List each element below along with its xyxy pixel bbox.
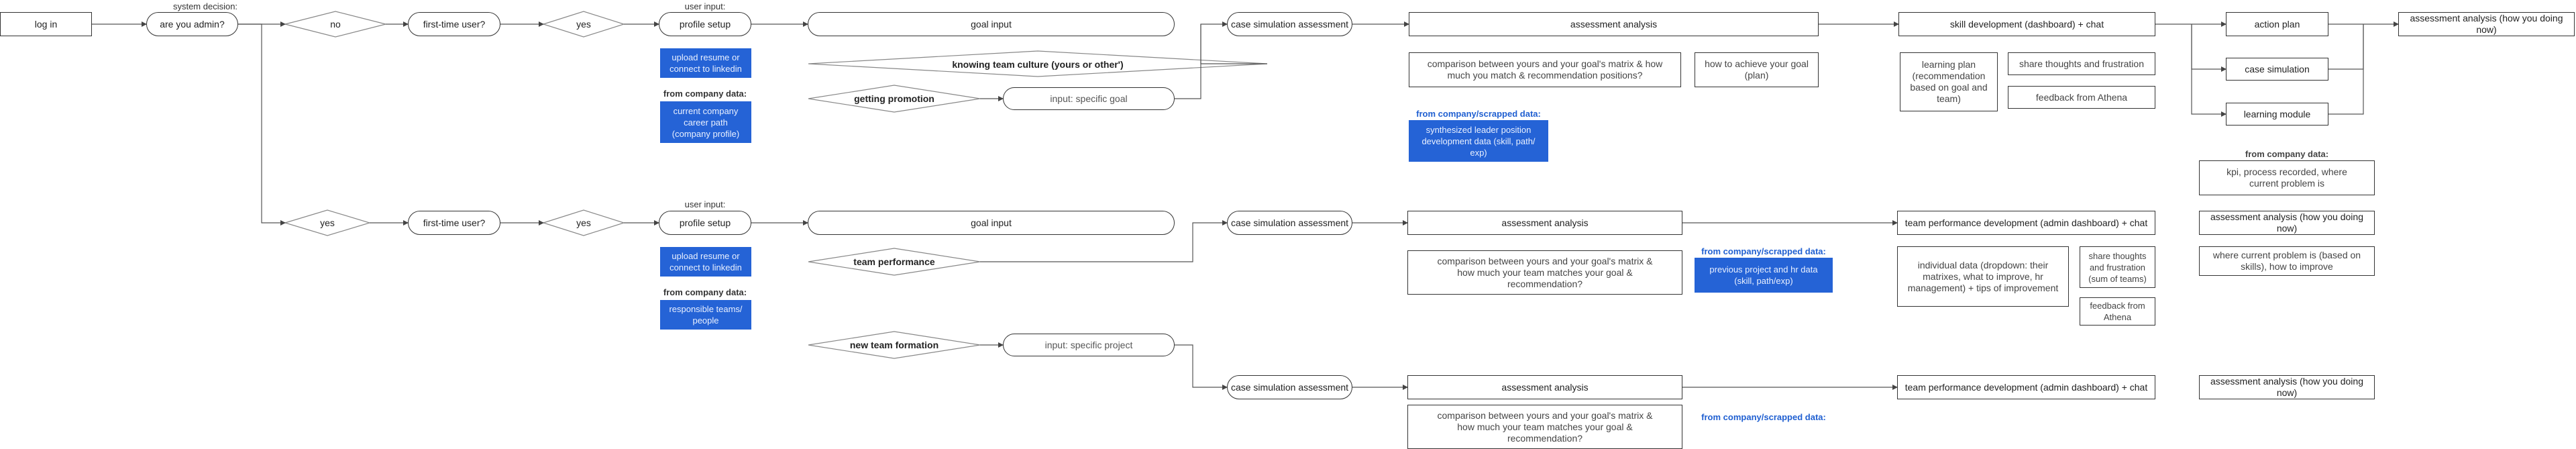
team-performance-label: team performance xyxy=(853,256,935,267)
user-input-caption-bottom: user input: xyxy=(684,199,726,209)
scraped-data-caption: from company/scrapped data: xyxy=(1416,109,1541,119)
learning-module-node[interactable]: learning module xyxy=(2226,103,2328,126)
assessment-analysis-bottom-1[interactable]: assessment analysis xyxy=(1407,211,1682,235)
system-decision-caption: system decision: xyxy=(172,1,238,11)
company-data-caption: from company data: xyxy=(663,89,747,99)
connector-layer xyxy=(92,11,2399,390)
upload-resume-node[interactable]: upload resume or connect to linkedin xyxy=(660,48,751,78)
comparison-bottom-1[interactable]: comparison between yours and your goal's… xyxy=(1407,250,1682,295)
individual-data-1[interactable]: individual data (dropdown: their matrixe… xyxy=(1897,246,2069,307)
share-thoughts-team-node[interactable]: share thoughts and frustration (sum of t… xyxy=(2080,246,2155,288)
learning-plan-node[interactable]: learning plan (recommendation based on g… xyxy=(1900,52,1998,111)
career-path-node[interactable]: current company career path (company pro… xyxy=(660,101,751,143)
getting-promotion-label: getting promotion xyxy=(854,93,934,104)
team-performance-development-2[interactable]: team performance development (admin dash… xyxy=(1897,375,2155,399)
assessment-analysis-bottom-2[interactable]: assessment analysis xyxy=(1407,375,1682,399)
case-simulation-assessment-bottom-2[interactable]: case simulation assessment xyxy=(1227,375,1352,399)
team-performance-development-1[interactable]: team performance development (admin dash… xyxy=(1897,211,2155,235)
how-to-achieve-node[interactable]: how to achieve your goal (plan) xyxy=(1695,52,1819,87)
new-team-formation-label: new team formation xyxy=(849,339,939,350)
input-specific-project-node[interactable]: input: specific project xyxy=(1003,334,1175,356)
yes-label: yes xyxy=(576,18,591,30)
feedback-athena-bottom-node[interactable]: feedback from Athena xyxy=(2080,297,2155,326)
upload-resume-bottom-node[interactable]: upload resume or connect to linkedin xyxy=(660,247,751,277)
login-node[interactable]: log in xyxy=(0,12,92,36)
scraped-caption-bottom-2: from company/scrapped data: xyxy=(1701,412,1826,422)
first-time-user-node[interactable]: first-time user? xyxy=(408,12,500,36)
synthesized-leader-node[interactable]: synthesized leader position development … xyxy=(1409,120,1548,162)
feedback-athena-node[interactable]: feedback from Athena xyxy=(2008,86,2155,109)
no-label: no xyxy=(330,18,341,30)
kpi-node[interactable]: kpi, process recorded, where current pro… xyxy=(2199,160,2375,195)
yes-label-bottom-a: yes xyxy=(320,217,335,228)
assessment-doing-now-bottom-1[interactable]: assessment analysis (how you doing now) xyxy=(2199,211,2375,235)
comparison-bottom-2[interactable]: comparison between yours and your goal's… xyxy=(1407,405,1682,449)
goal-input-bottom-node[interactable]: goal input xyxy=(808,211,1175,235)
admin-question-node[interactable]: are you admin? xyxy=(146,12,238,36)
profile-setup-bottom-node[interactable]: profile setup xyxy=(659,211,751,235)
skill-development-node[interactable]: skill development (dashboard) + chat xyxy=(1898,12,2155,36)
share-thoughts-node[interactable]: share thoughts and frustration xyxy=(2008,52,2155,75)
company-data-caption-2: from company data: xyxy=(2245,149,2329,159)
company-data-caption-bottom: from company data: xyxy=(663,287,747,297)
user-input-caption: user input: xyxy=(684,1,726,11)
action-plan-node[interactable]: action plan xyxy=(2226,12,2328,36)
case-simulation-node[interactable]: case simulation xyxy=(2226,58,2328,81)
assessment-analysis-node[interactable]: assessment analysis xyxy=(1409,12,1819,36)
knowing-culture-label: knowing team culture (yours or other') xyxy=(952,58,1124,70)
assessment-doing-now-bottom-2[interactable]: assessment analysis (how you doing now) xyxy=(2199,375,2375,399)
previous-project-node-1[interactable]: previous project and hr data (skill, pat… xyxy=(1695,258,1833,293)
yes-label-bottom-b: yes xyxy=(576,217,591,228)
first-time-user-bottom-node[interactable]: first-time user? xyxy=(408,211,500,235)
where-current-problem-node[interactable]: where current problem is (based on skill… xyxy=(2199,246,2375,276)
assessment-doing-now-node[interactable]: assessment analysis (how you doing now) xyxy=(2398,12,2575,36)
case-simulation-assessment-bottom-1[interactable]: case simulation assessment xyxy=(1227,211,1352,235)
scraped-caption-bottom-1: from company/scrapped data: xyxy=(1701,246,1826,256)
responsible-teams-node[interactable]: responsible teams/ people xyxy=(660,300,751,330)
case-simulation-assessment-node[interactable]: case simulation assessment xyxy=(1227,12,1352,36)
comparison-node[interactable]: comparison between yours and your goal's… xyxy=(1409,52,1681,87)
input-specific-goal-node[interactable]: input: specific goal xyxy=(1003,87,1175,110)
goal-input-node[interactable]: goal input xyxy=(808,12,1175,36)
profile-setup-node[interactable]: profile setup xyxy=(659,12,751,36)
